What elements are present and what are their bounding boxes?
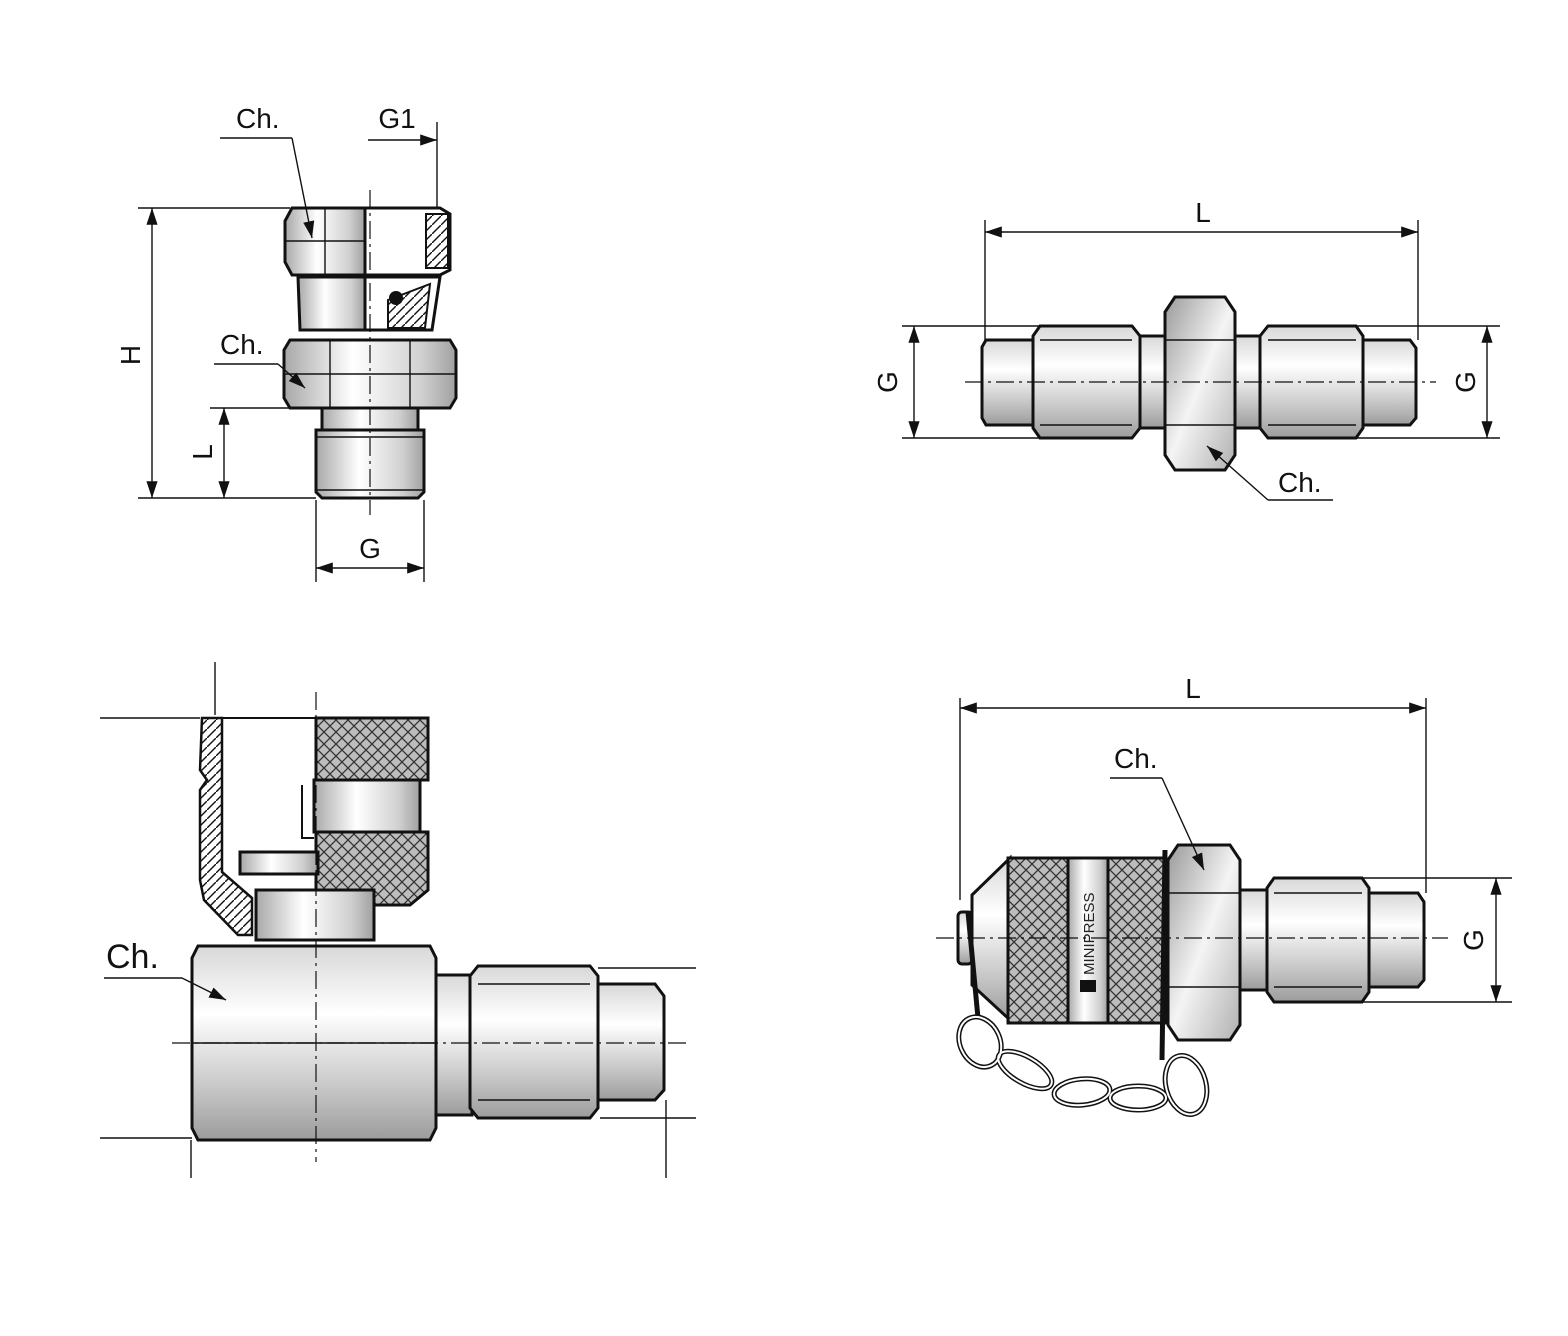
chamfer-label: Ch. [1278, 467, 1322, 498]
thread-right-label: G [1450, 371, 1481, 393]
figure-swivel-fitting: H L G G1 Ch. Ch. [115, 103, 458, 582]
figure-angled-coupling: Ch. [100, 662, 696, 1178]
height-label: H [115, 345, 146, 365]
chamfer-label: Ch. [1114, 743, 1158, 774]
brand-label: MINIPRESS [1081, 892, 1098, 975]
brand-logo-icon [1080, 980, 1096, 992]
thread-left-label: G [872, 371, 903, 393]
thread-top-label: G1 [378, 103, 415, 134]
thread-bottom-label: G [359, 533, 381, 564]
chamfer-mid-label: Ch. [220, 329, 264, 360]
figure-bulkhead-coupling: L G G Ch. [872, 197, 1500, 501]
figure-test-coupling-with-cap: MINIPRESS [936, 673, 1512, 1117]
chamfer-label: Ch. [106, 938, 159, 976]
chamfer-top-label: Ch. [236, 103, 280, 134]
length-label: L [187, 444, 218, 460]
length-label: L [1185, 673, 1201, 704]
thread-label: G [1458, 929, 1489, 951]
length-label: L [1195, 197, 1211, 228]
